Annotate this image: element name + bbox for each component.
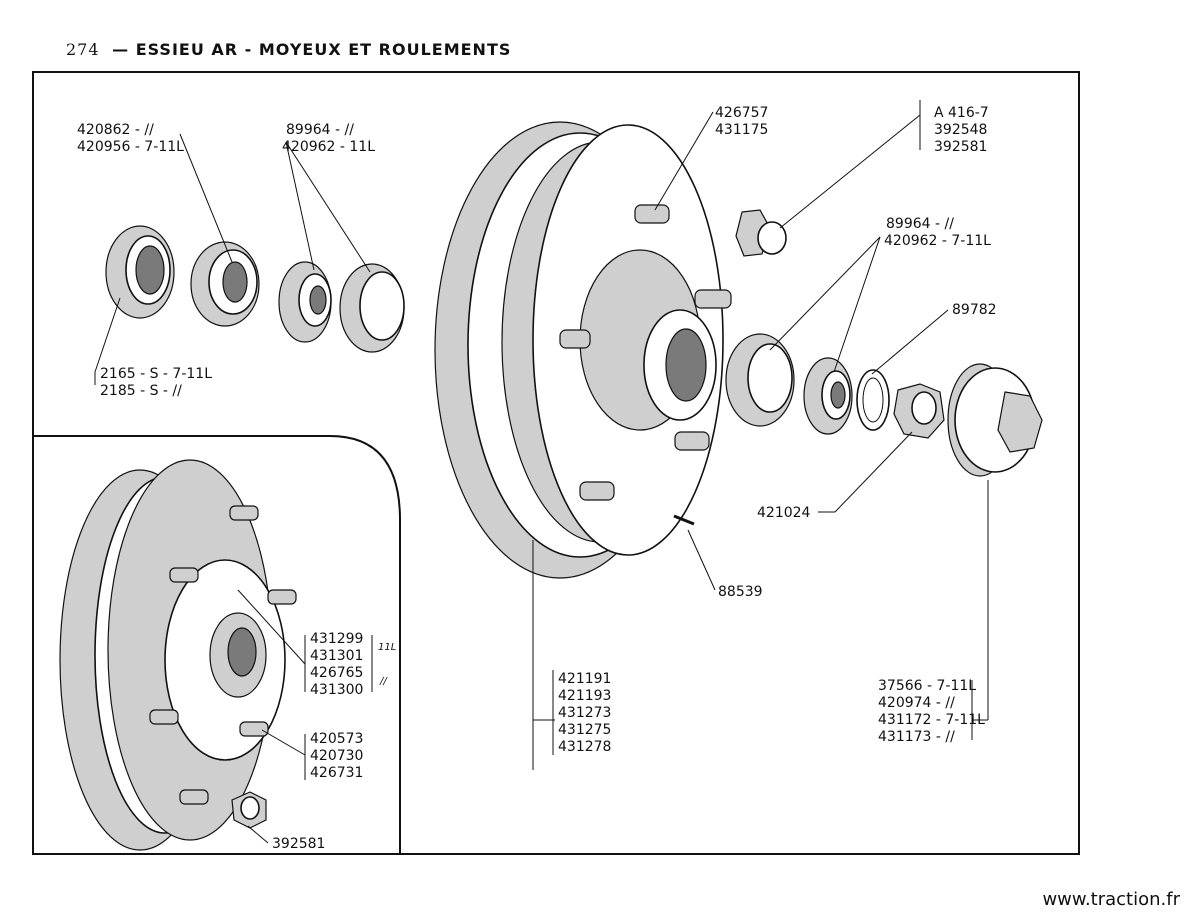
seal-ring-part: [190, 241, 260, 327]
label-inset2-b: 420730: [310, 748, 363, 764]
label-inner-bearing-a: 89964 - //: [286, 122, 354, 138]
page-title: — ESSIEU AR - MOYEUX ET ROULEMENTS: [112, 40, 512, 59]
label-hub-cap-c: 431172 - 7-11L: [878, 712, 985, 728]
label-outer-bearing-a: 89964 - //: [886, 216, 954, 232]
inset-frame: [33, 435, 401, 854]
label-drum-e: 431278: [558, 739, 611, 755]
leader-lines: [94, 100, 989, 844]
label-inset-wheel-nut: 392581: [272, 836, 325, 852]
label-outer-bearing-b: 420962 - 7-11L: [884, 233, 991, 249]
wheel-nut-part: [735, 209, 787, 257]
inset-wheel-nut-part: [231, 791, 267, 829]
label-drum-d: 431275: [558, 722, 611, 738]
label-drum-c: 431273: [558, 705, 611, 721]
label-seal-ring-a: 420862 - //: [77, 122, 154, 138]
label-inset1-b: 431301: [310, 648, 363, 664]
label-wheel-stud-a: 426757: [715, 105, 768, 121]
label-felt-ring-b: 2185 - S - //: [100, 383, 182, 399]
label-inset2-c: 426731: [310, 765, 363, 781]
label-drum-b: 421193: [558, 688, 611, 704]
label-inset1-a: 431299: [310, 631, 363, 647]
outer-bearing-cone-part: [803, 357, 853, 435]
hub-nut-part: [893, 383, 945, 439]
label-wheel-nut-c: 392581: [934, 139, 987, 155]
circlip-part: [856, 369, 890, 431]
inner-bearing-cone-part: [278, 261, 332, 343]
felt-ring-part: [105, 225, 175, 319]
label-hub-cap-b: 420974 - //: [878, 695, 955, 711]
inner-bearing-cup-part: [339, 263, 405, 353]
outer-bearing-cup-part: [725, 333, 795, 427]
label-inset2-a: 420573: [310, 731, 363, 747]
label-drum-a: 421191: [558, 671, 611, 687]
label-felt-ring-a: 2165 - S - 7-11L: [100, 366, 212, 382]
label-circlip: 89782: [952, 302, 997, 318]
label-wheel-nut-a: A 416-7: [934, 105, 989, 121]
label-hub-cap-a: 37566 - 7-11L: [878, 678, 976, 694]
label-seal-ring-b: 420956 - 7-11L: [77, 139, 184, 155]
hub-cap-part: [947, 363, 1043, 477]
label-inset1-tag2: //: [379, 676, 388, 687]
diagram-frame: [32, 71, 1080, 855]
label-split-pin: 88539: [718, 584, 763, 600]
label-wheel-stud-b: 431175: [715, 122, 768, 138]
site-watermark: www.traction.fr: [1042, 889, 1180, 910]
label-inset1-d: 431300: [310, 682, 363, 698]
inset-brake-drum-part: [59, 459, 297, 851]
page-header: 274 — ESSIEU AR - MOYEUX ET ROULEMENTS: [66, 40, 511, 66]
split-pin-part: [673, 514, 695, 526]
label-inner-bearing-b: 420962 - 11L: [282, 139, 375, 155]
label-inset1-c: 426765: [310, 665, 363, 681]
label-hub-cap-d: 431173 - //: [878, 729, 955, 745]
label-wheel-nut-b: 392548: [934, 122, 987, 138]
label-inset1-tag1: 11L: [378, 642, 396, 653]
page-number: 274: [66, 40, 100, 59]
brake-drum-part: [434, 121, 732, 579]
label-hub-nut: 421024: [757, 505, 811, 521]
